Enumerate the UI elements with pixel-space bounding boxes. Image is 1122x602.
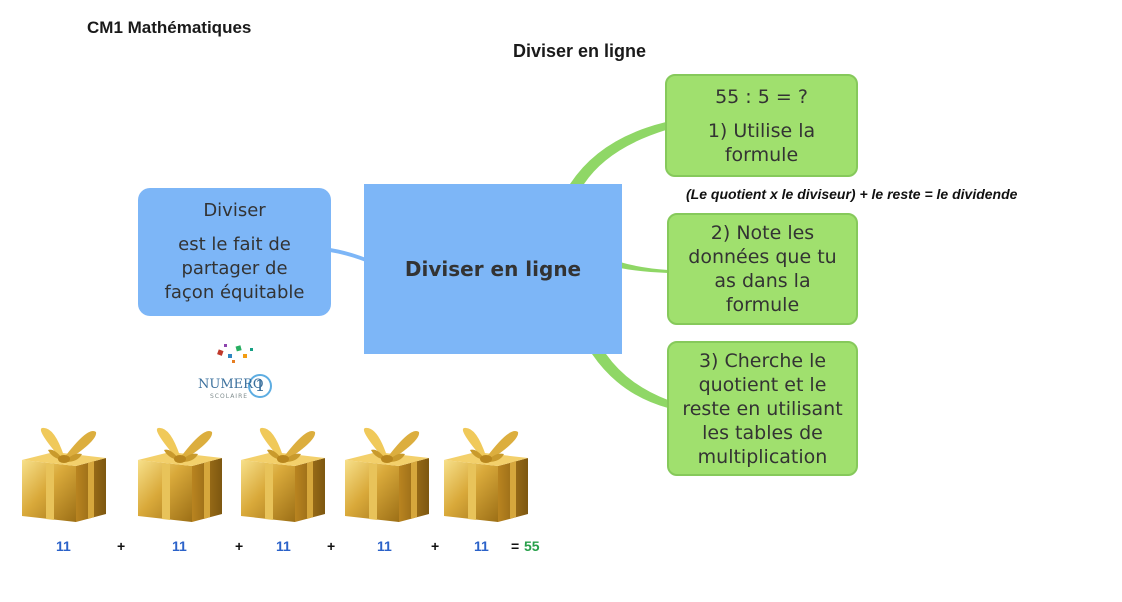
gift-icon [440, 420, 532, 524]
formula-text: (Le quotient x le diviseur) + le reste =… [686, 186, 1018, 202]
gift-value: 11 [474, 538, 489, 554]
connector-definition [330, 248, 366, 262]
step2-line: 2) Note les [710, 222, 815, 244]
logo-subtext: SCOLAIRE [210, 393, 248, 400]
logo-digit: 1 [255, 376, 265, 395]
gift-value: 11 [56, 538, 71, 554]
step1-line: formule [724, 143, 799, 166]
gift-value: 11 [172, 538, 187, 554]
step1-equation: 55 : 5 = ? [715, 85, 808, 108]
course-title: CM1 Mathématiques [87, 18, 252, 37]
step2-box: 2) Note les données que tu as dans la fo… [667, 213, 858, 325]
definition-line: façon équitable [164, 282, 305, 303]
plus-sign: + [117, 538, 126, 554]
definition-line: partager de [181, 258, 288, 279]
step2-line: formule [725, 294, 800, 316]
step3-box: 3) Cherche le quotient et le reste en ut… [667, 341, 858, 476]
gift-value: 11 [377, 538, 392, 554]
connector-step2 [620, 262, 668, 273]
step3-line: multiplication [697, 445, 828, 468]
gift-icon [341, 420, 433, 524]
plus-sign: + [431, 538, 440, 554]
step1-line: 1) Utilise la [707, 119, 816, 142]
logo-text: NUMERO [198, 377, 264, 392]
step2-line: données que tu [688, 246, 837, 268]
step2-line: as dans la [714, 270, 811, 292]
plus-sign: + [235, 538, 244, 554]
definition-box: Diviser est le fait de partager de façon… [138, 188, 331, 316]
gift-icon [237, 420, 329, 524]
step3-line: les tables de [702, 421, 823, 444]
gift-value: 11 [276, 538, 291, 554]
central-node: Diviser en ligne [364, 184, 622, 354]
definition-term: Diviser [203, 200, 266, 221]
step1-box: 55 : 5 = ? 1) Utilise la formule [665, 74, 858, 177]
central-node-label: Diviser en ligne [404, 257, 582, 281]
step3-line: reste en utilisant [682, 397, 843, 420]
gift-icon [134, 420, 226, 524]
connector-step1 [570, 122, 666, 184]
plus-sign: + [327, 538, 336, 554]
total-value: 55 [524, 538, 540, 554]
numero1-logo: NUMERO 1 SCOLAIRE [198, 344, 272, 400]
page-title: Diviser en ligne [513, 41, 647, 61]
step3-line: quotient et le [698, 373, 827, 396]
equals-sign: = [511, 538, 520, 554]
connector-step3 [592, 354, 668, 408]
definition-line: est le fait de [178, 234, 291, 255]
step3-line: 3) Cherche le [698, 349, 827, 372]
gift-icon [18, 420, 110, 524]
